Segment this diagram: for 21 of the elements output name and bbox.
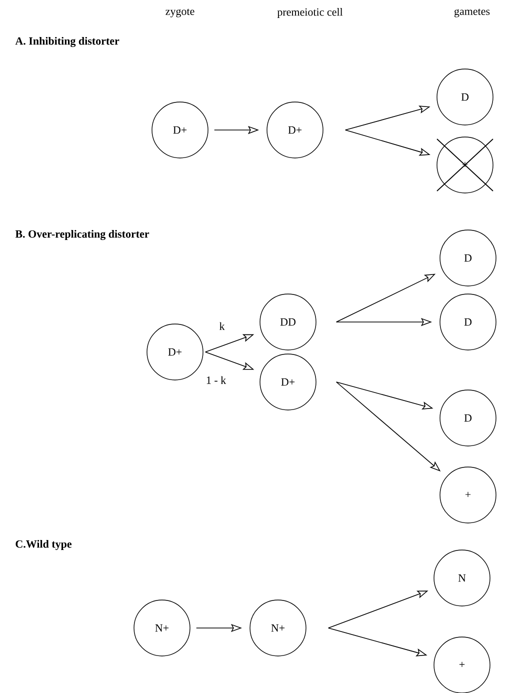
- section-heading: B. Over-replicating distorter: [15, 230, 150, 240]
- column-heading: zygote: [166, 8, 194, 18]
- circle-node: D: [440, 294, 496, 350]
- edge-label: k: [219, 322, 225, 330]
- circle-node: D: [436, 68, 494, 126]
- column-heading: premeiotic cell: [277, 8, 343, 18]
- circle-node: D: [440, 390, 496, 446]
- section-heading: C.Wild type: [16, 540, 72, 550]
- circle-node: D+: [152, 102, 208, 158]
- circle-node: N+: [134, 600, 190, 656]
- circle-node: N: [434, 550, 490, 606]
- circle-node: D+: [146, 324, 204, 380]
- circle-node: N+: [250, 600, 306, 656]
- circle-node: D+: [260, 354, 316, 410]
- edge-label: 1 - k: [206, 376, 226, 384]
- column-heading: gametes: [454, 8, 490, 18]
- circle-node: +: [440, 466, 496, 524]
- circle-node: DD: [260, 294, 316, 350]
- circle-node: D+: [266, 102, 324, 158]
- circle-node: D: [440, 230, 496, 286]
- section-heading: A. Inhibiting distorter: [15, 37, 120, 48]
